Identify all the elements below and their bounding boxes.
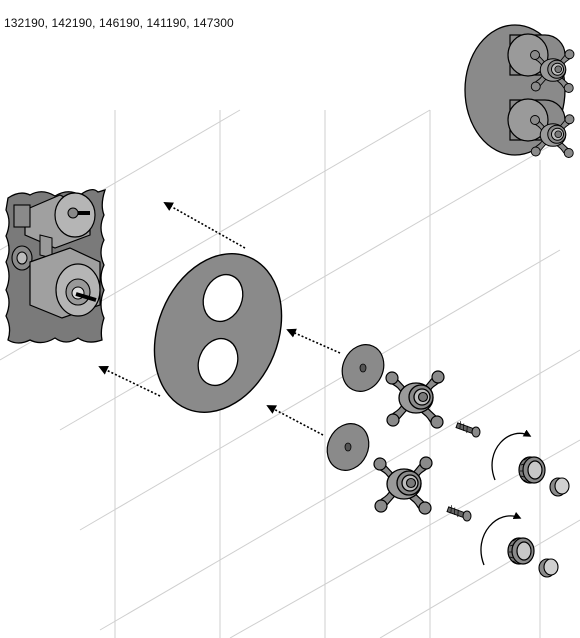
background-grid [0,109,580,638]
model-numbers: 132190, 142190, 146190, 141190, 147300 [4,16,234,30]
ring-nuts [507,456,546,565]
cross-handle-icon [373,370,445,515]
dotted-direction-arrow-icon [98,202,341,436]
end-caps [538,477,570,578]
rotation-arrow-icon [480,429,532,566]
wall-valve-body [5,188,107,344]
cover-plate [153,253,283,413]
installed-view [464,24,575,158]
rosette-washers [326,344,385,471]
